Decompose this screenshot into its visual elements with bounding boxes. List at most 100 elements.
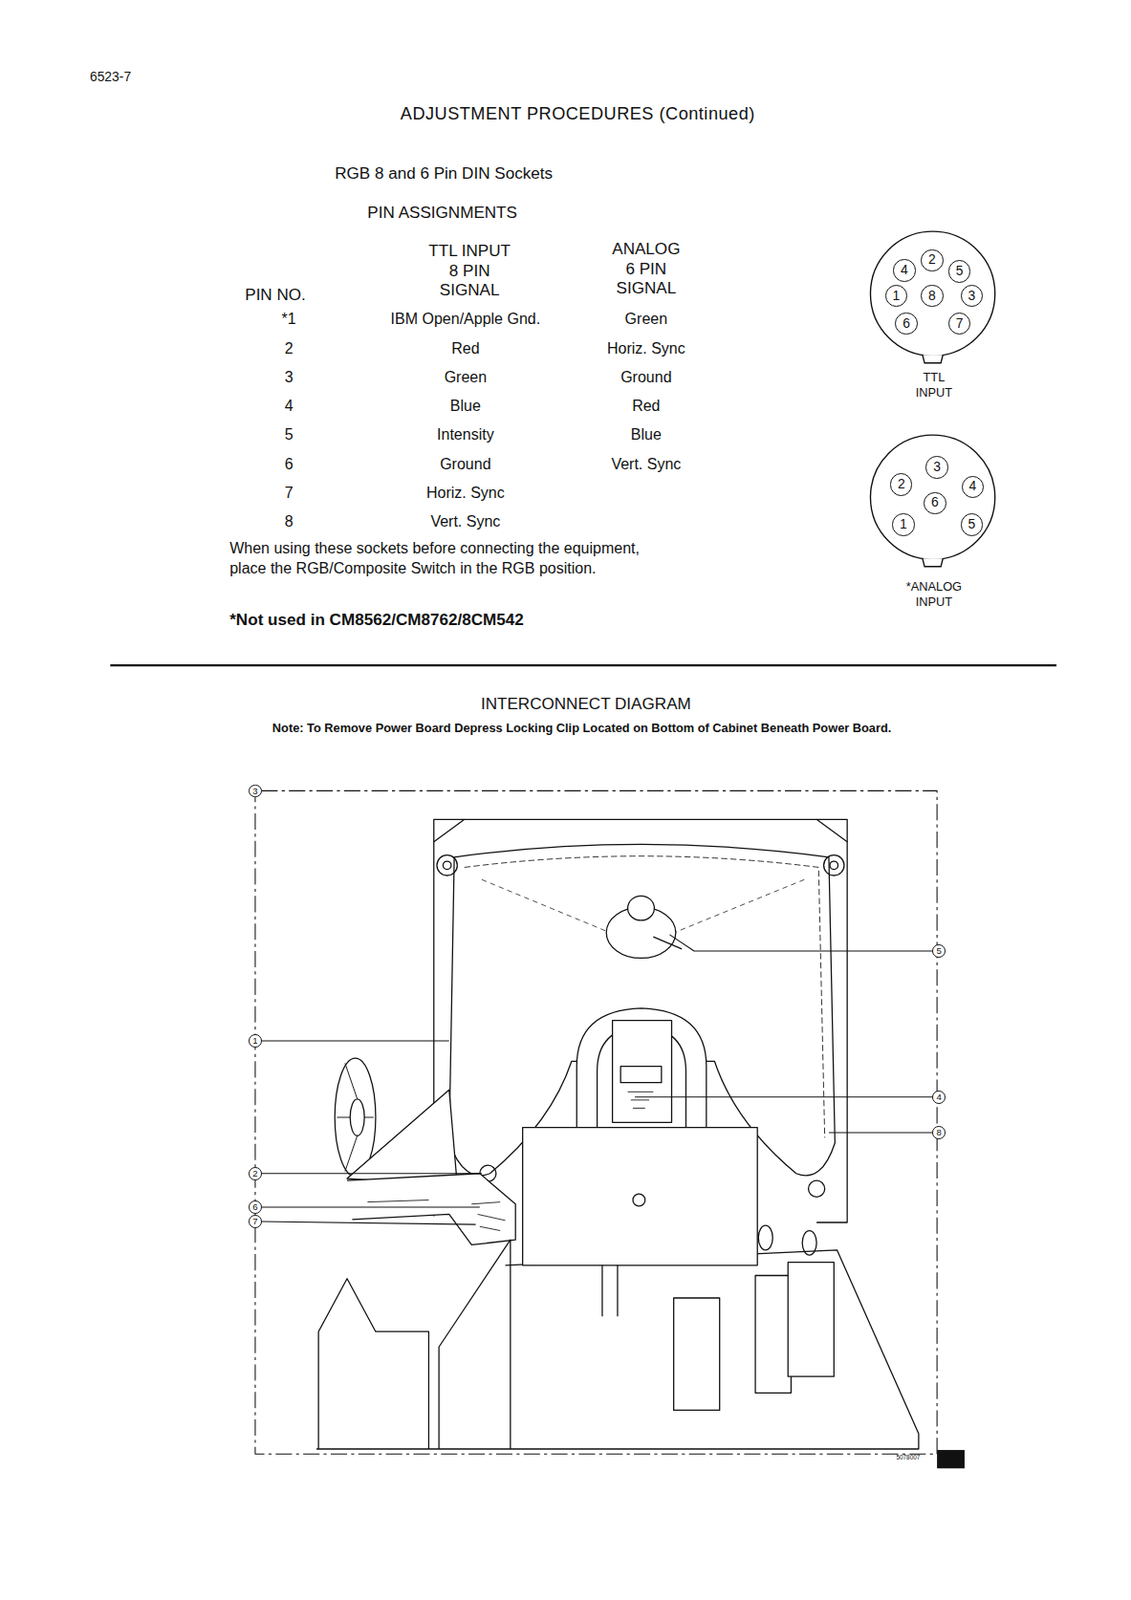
pin-number: 2 xyxy=(891,474,912,495)
table-text: 6 PIN xyxy=(625,260,667,280)
component xyxy=(674,1298,720,1411)
table-text: Vert. Sync xyxy=(430,512,501,531)
callout-text: 3 xyxy=(249,785,261,798)
pin-circle: 5 xyxy=(960,513,983,536)
callout-number: 3 xyxy=(248,784,262,799)
crt-band xyxy=(464,856,826,1139)
table-text: *1 xyxy=(282,310,297,329)
pin-number: 4 xyxy=(962,477,983,498)
table-text: Intensity xyxy=(436,425,495,444)
socket-key xyxy=(922,355,943,365)
table-text: Note: To Remove Power Board Depress Lock… xyxy=(272,721,892,737)
crt-funnel xyxy=(449,844,836,1175)
leader-line xyxy=(634,1096,934,1098)
leader-line xyxy=(828,1132,934,1134)
callout-number: 6 xyxy=(248,1200,262,1215)
callout-text: 6 xyxy=(249,1201,261,1214)
component xyxy=(787,1262,834,1378)
pin-circle: 3 xyxy=(960,284,983,307)
board-parts xyxy=(367,1200,505,1232)
callout-text: 2 xyxy=(249,1168,261,1180)
table-text: Green xyxy=(444,368,487,387)
table-text: ANALOG xyxy=(611,239,680,259)
leader-line xyxy=(261,1206,479,1208)
table-text: 6523-7 xyxy=(89,68,131,86)
callout-text: 1 xyxy=(249,1035,261,1047)
pin-circle: 2 xyxy=(890,473,913,496)
pin-circle: 4 xyxy=(961,476,984,499)
frame-line xyxy=(255,790,937,1455)
board-hole xyxy=(632,1194,646,1207)
capacitor xyxy=(802,1231,817,1257)
callout-number: 4 xyxy=(932,1090,946,1105)
table-text: TTL INPUT xyxy=(428,240,511,261)
neck-parts xyxy=(628,1091,654,1109)
anode-lead xyxy=(652,936,682,950)
speaker-spokes xyxy=(336,1063,373,1172)
print-mark xyxy=(936,1450,965,1469)
socket-key xyxy=(922,558,943,567)
pin-circle: 5 xyxy=(948,260,971,283)
leader-line xyxy=(261,1040,449,1042)
din-socket: TTL INPUT24518367 xyxy=(863,230,1004,425)
pin-number: 4 xyxy=(893,260,914,281)
table-text: 7 xyxy=(284,483,294,502)
pin-circle: 6 xyxy=(923,492,946,515)
deflection-yoke xyxy=(576,1008,707,1129)
table-text: 2 xyxy=(284,340,294,359)
table-text: 3 xyxy=(284,368,294,387)
anode-knob xyxy=(628,895,655,921)
table-text: PIN NO. xyxy=(244,284,306,305)
table-text: Ground xyxy=(620,368,672,387)
callout-number: 2 xyxy=(248,1167,262,1181)
pin-number: 5 xyxy=(949,261,970,282)
table-text: Green xyxy=(625,310,668,329)
power-board xyxy=(347,1174,516,1246)
crt-socket xyxy=(620,1066,662,1084)
table-text: 6 xyxy=(284,455,294,474)
pin-circle: 3 xyxy=(925,456,948,479)
table-text: Red xyxy=(631,396,660,415)
pin-number: 1 xyxy=(886,285,907,306)
component xyxy=(755,1276,791,1394)
cabinet-corner xyxy=(434,819,848,842)
pin-number: 6 xyxy=(895,313,916,334)
neck-board xyxy=(612,1021,673,1124)
pin-number: 1 xyxy=(892,514,914,535)
base-plate xyxy=(316,1250,919,1450)
leader-line xyxy=(261,1173,482,1175)
mount-lug xyxy=(442,861,452,870)
mount-lug xyxy=(808,1180,826,1197)
table-text: Horiz. Sync xyxy=(607,340,686,359)
pin-number: 7 xyxy=(949,313,970,334)
table-text: PIN ASSIGNMENTS xyxy=(367,203,518,223)
callout-number: 7 xyxy=(248,1215,262,1229)
socket-label: *ANALOG INPUT xyxy=(896,579,971,610)
pin-number: 6 xyxy=(924,493,945,514)
table-text: RGB 8 and 6 Pin DIN Sockets xyxy=(334,163,553,183)
table-text: INTERCONNECT DIAGRAM xyxy=(480,694,692,714)
callout-number: 5 xyxy=(932,944,946,958)
table-text: Red xyxy=(451,340,479,359)
table-text: 5 xyxy=(284,425,294,444)
pin-number: 5 xyxy=(961,514,982,535)
board-support xyxy=(602,1265,618,1317)
table-text: Vert. Sync xyxy=(610,455,681,474)
table-text: Blue xyxy=(630,425,662,444)
pin-number: 3 xyxy=(926,456,947,478)
table-text: IBM Open/Apple Gnd. xyxy=(391,310,542,329)
table-text: *Not used in CM8562/CM8762/8CM542 xyxy=(229,610,524,631)
callout-text: 4 xyxy=(933,1091,945,1104)
main-board xyxy=(522,1128,759,1266)
pin-circle: 6 xyxy=(894,312,917,335)
speaker-magnet xyxy=(349,1099,365,1136)
callout-text: 5 xyxy=(933,945,945,957)
pin-circle: 7 xyxy=(948,312,971,335)
section-rule xyxy=(109,664,1057,667)
side-bracket xyxy=(318,1279,429,1450)
callout-number: 8 xyxy=(932,1126,946,1140)
leader-line xyxy=(669,935,933,952)
